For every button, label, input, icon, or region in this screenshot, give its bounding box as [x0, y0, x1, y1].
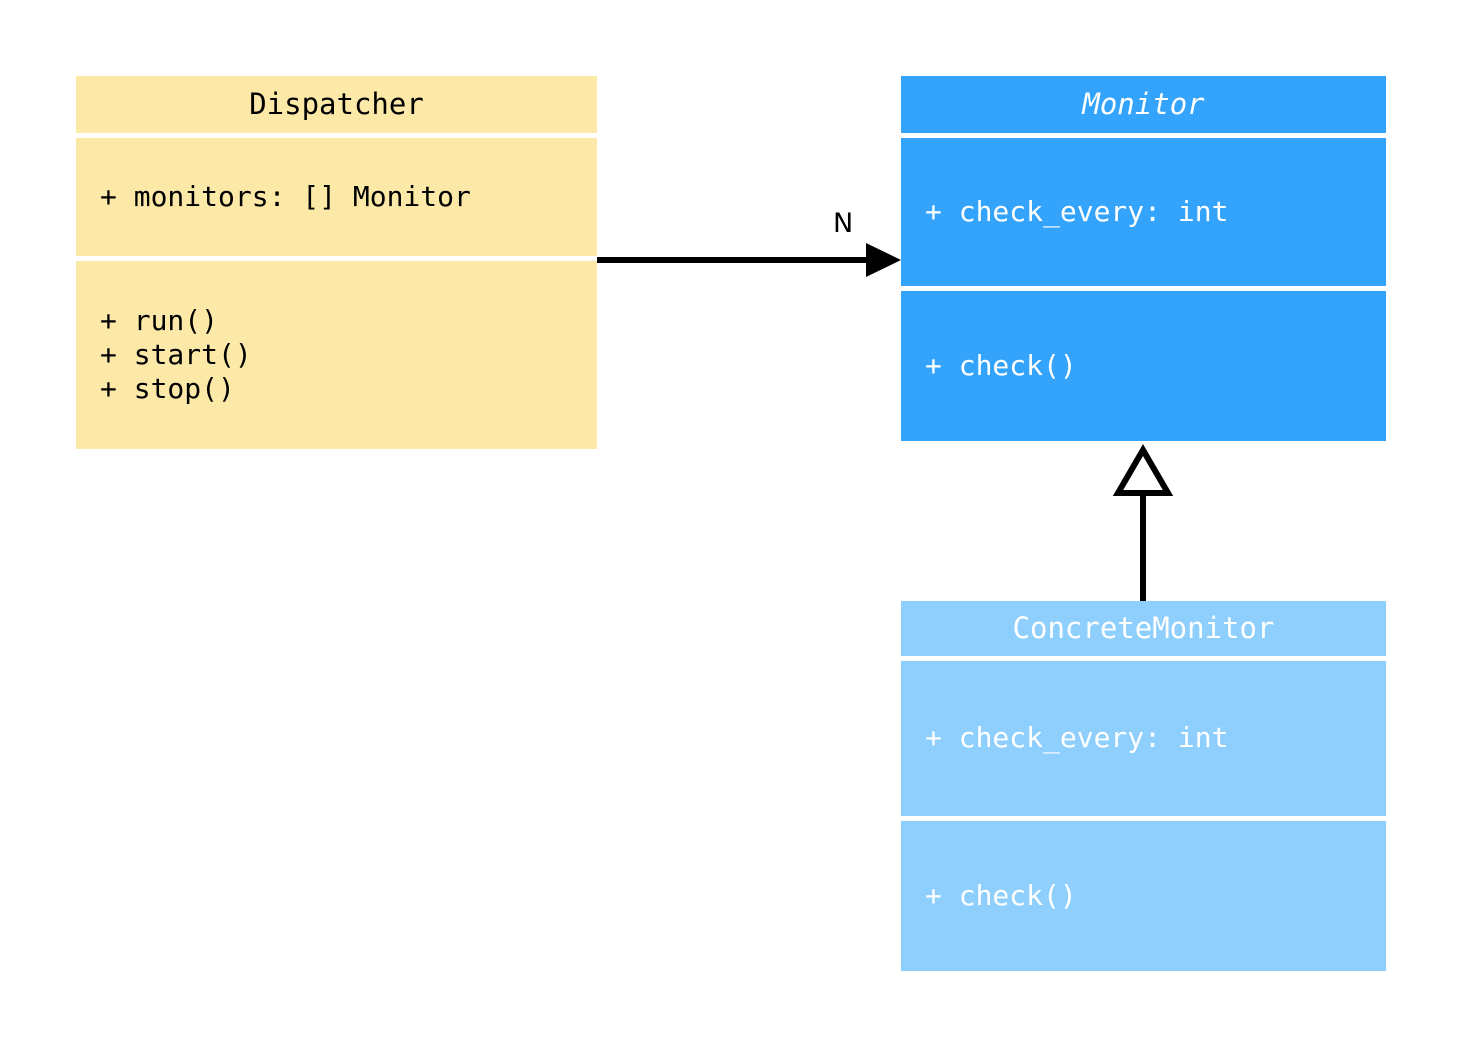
attribute-item: + monitors: [] Monitor — [100, 179, 471, 213]
operation-item: + stop() — [100, 372, 235, 406]
class-operations-dispatcher: + run() + start() + stop() — [76, 261, 597, 449]
class-operations-concretemonitor: + check() — [901, 821, 1386, 971]
attribute-item: + check_every: int — [925, 721, 1229, 755]
class-box-concretemonitor[interactable]: ConcreteMonitor + check_every: int + che… — [901, 601, 1386, 971]
operation-item: + check() — [925, 878, 1077, 912]
class-header-monitor: Monitor — [901, 76, 1386, 133]
operation-item: + start() — [100, 337, 252, 371]
hollow-triangle-arrowhead-icon — [1112, 444, 1174, 496]
class-name-dispatcher: Dispatcher — [249, 86, 424, 121]
filled-triangle-arrowhead-icon — [866, 243, 901, 277]
class-attributes-dispatcher: + monitors: [] Monitor — [76, 138, 597, 256]
generalization-edge-concretemonitor-to-monitor[interactable] — [1112, 444, 1174, 601]
operation-item: + check() — [925, 348, 1077, 382]
class-header-dispatcher: Dispatcher — [76, 76, 597, 133]
class-box-dispatcher[interactable]: Dispatcher + monitors: [] Monitor + run(… — [76, 76, 597, 449]
attribute-item: + check_every: int — [925, 194, 1229, 228]
multiplicity-label-n: N — [833, 208, 854, 239]
class-operations-monitor: + check() — [901, 291, 1386, 441]
class-header-concretemonitor: ConcreteMonitor — [901, 601, 1386, 656]
operation-item: + run() — [100, 303, 219, 337]
class-attributes-monitor: + check_every: int — [901, 138, 1386, 286]
class-box-monitor[interactable]: Monitor + check_every: int + check() — [901, 76, 1386, 441]
association-edge-dispatcher-to-monitor[interactable] — [597, 243, 901, 277]
class-name-monitor: Monitor — [1082, 86, 1205, 121]
class-name-concretemonitor: ConcreteMonitor — [1012, 610, 1275, 645]
class-attributes-concretemonitor: + check_every: int — [901, 661, 1386, 816]
